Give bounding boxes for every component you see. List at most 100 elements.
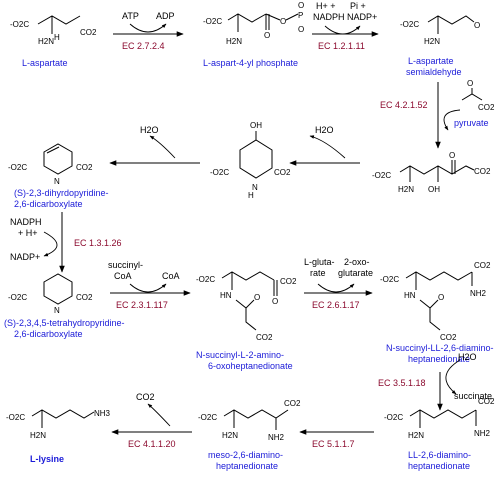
svg-text:O: O (298, 25, 304, 34)
svg-text:CO2: CO2 (274, 168, 291, 177)
structure-meso-diamino: -O2C H2N NH2 CO2 (198, 399, 301, 442)
structure-aspartate-semialdehyde: -O2C H2N O (400, 15, 480, 46)
svg-text:-O2C: -O2C (384, 413, 403, 422)
enzyme-ec-2-7-2-4: EC 2.7.2.4 (122, 41, 165, 51)
cofactor-curve-7 (129, 283, 167, 293)
svg-text:O: O (254, 293, 260, 302)
cofactor-h-nadph-2: NADPH (313, 12, 345, 22)
svg-text:H: H (248, 191, 254, 200)
compound-label-aspartyl-phosphate: L-aspart-4-yl phosphate (203, 58, 298, 68)
cofactor-curve-6 (43, 231, 58, 257)
svg-text:CO2: CO2 (80, 28, 97, 37)
compound-label-n-succinyl-oxo-2: 6-oxoheptanedionate (208, 361, 293, 371)
svg-text:-O2C: -O2C (8, 163, 27, 172)
cofactor-curve-3 (443, 109, 461, 131)
svg-text:CO2: CO2 (474, 261, 491, 270)
svg-text:CO2: CO2 (256, 333, 273, 342)
structure-n-succinyl-oxo: -O2C HN O CO2 O CO2 (196, 271, 297, 342)
svg-text:OH: OH (428, 185, 440, 194)
svg-text:O: O (449, 151, 455, 160)
svg-text:NH3: NH3 (94, 409, 111, 418)
cofactor-oxoglutarate-2: glutarate (338, 268, 373, 278)
cofactor-curve-11 (147, 403, 171, 427)
svg-text:CO2: CO2 (76, 163, 93, 172)
svg-text:CO2: CO2 (280, 277, 297, 286)
svg-text:-O2C: -O2C (8, 293, 27, 302)
svg-text:H2N: H2N (222, 431, 238, 440)
svg-text:O: O (280, 17, 286, 26)
compound-label-meso-diamino-2: heptanedionate (216, 461, 278, 471)
cofactor-h-nadph-1: H+ + (316, 1, 336, 11)
cofactor-curve-1 (129, 23, 167, 33)
compound-label-ll-diamino-2: heptanedionate (408, 461, 470, 471)
structure-ll-diamino: -O2C H2N NH2 CO2 (384, 397, 495, 440)
cofactor-nadph-h-2: + H+ (18, 228, 38, 238)
enzyme-ec-2-6-1-17: EC 2.6.1.17 (312, 300, 360, 310)
svg-text:O: O (474, 21, 480, 30)
svg-text:OH: OH (250, 121, 262, 130)
compound-label-pyruvate: pyruvate (454, 118, 489, 128)
cofactor-curve-2 (324, 25, 361, 35)
compound-label-dihydropyridine-1: (S)-2,3-dihyrdopyridine- (14, 188, 109, 198)
compound-label-n-succinyl-oxo-1: N-succinyl-L-2-amino- (196, 350, 284, 360)
svg-text:H: H (54, 33, 60, 42)
cofactor-curve-4 (309, 135, 346, 159)
enzyme-ec-4-1-1-20: EC 4.1.1.20 (128, 439, 176, 449)
cofactor-succinate: succinate (454, 391, 492, 401)
compound-label-tetrahydropyridine-1: (S)-2,3,4,5-tetrahydropyridine- (4, 318, 125, 328)
cofactor-curve-8 (317, 283, 355, 293)
svg-text:O: O (438, 293, 444, 302)
svg-text:H2N: H2N (424, 37, 440, 46)
cofactor-glutamate-2: rate (310, 268, 326, 278)
cofactor-succinyl-coa-1: succinyl- (108, 260, 143, 270)
svg-text:O: O (264, 31, 270, 40)
svg-text:NH2: NH2 (470, 289, 487, 298)
structure-l-aspartate: -O2C CO2 H2N H (10, 15, 97, 46)
compound-label-l-aspartate: L-aspartate (22, 58, 68, 68)
cofactor-water-3: H2O (458, 352, 477, 362)
enzyme-ec-5-1-1-7: EC 5.1.1.7 (312, 439, 355, 449)
svg-text:CO2: CO2 (76, 293, 93, 302)
compound-label-semialdehyde-2: semialdehyde (406, 67, 462, 77)
enzyme-ec-1-3-1-26: EC 1.3.1.26 (74, 238, 122, 248)
cofactor-water-2: H2O (140, 125, 159, 135)
svg-text:P: P (298, 11, 303, 20)
cofactor-coa: CoA (162, 271, 180, 281)
svg-text:N: N (54, 177, 60, 186)
compound-label-ll-diamino-1: LL-2,6-diamino- (408, 450, 471, 460)
svg-text:H2N: H2N (226, 37, 242, 46)
cofactor-glutamate-1: L-gluta- (304, 257, 335, 267)
svg-text:-O2C: -O2C (203, 17, 222, 26)
cofactor-oxoglutarate-1: 2-oxo- (344, 257, 370, 267)
svg-text:N: N (252, 183, 258, 192)
cofactor-adp: ADP (156, 11, 175, 21)
structure-aspartyl-phosphate: -O2C H2N O O P O O (203, 1, 304, 46)
svg-text:CO2: CO2 (478, 103, 495, 112)
svg-text:N: N (54, 306, 60, 315)
svg-text:-O2C: -O2C (10, 20, 29, 29)
enzyme-ec-3-5-1-18: EC 3.5.1.18 (378, 378, 426, 388)
svg-text:-O2C: -O2C (196, 275, 215, 284)
svg-text:HN: HN (220, 291, 232, 300)
structure-n-succinyl-diamino: -O2C HN O CO2 NH2 CO2 (380, 261, 491, 342)
cofactor-co2: CO2 (136, 392, 155, 402)
compound-label-tetrahydropyridine-2: 2,6-dicarboxylate (14, 329, 83, 339)
compound-label-l-lysine: L-lysine (30, 454, 64, 464)
structure-pyruvate: O CO2 (461, 79, 495, 112)
enzyme-ec-4-2-1-52: EC 4.2.1.52 (380, 100, 428, 110)
svg-text:CO2: CO2 (474, 167, 491, 176)
compound-label-semialdehyde-1: L-aspartate (408, 56, 454, 66)
svg-text:-O2C: -O2C (198, 413, 217, 422)
cofactor-curve-5 (149, 135, 176, 159)
structure-l-lysine: -O2C H2N NH3 (6, 409, 111, 440)
svg-text:O: O (467, 79, 473, 88)
svg-text:-O2C: -O2C (372, 171, 391, 180)
svg-text:-O2C: -O2C (6, 413, 25, 422)
svg-text:H2N: H2N (398, 185, 414, 194)
cofactor-succinyl-coa-2: CoA (114, 271, 132, 281)
cofactor-nadp: NADP+ (10, 252, 40, 262)
compound-label-n-succinyl-diamino-2: heptanedionate (408, 354, 470, 364)
svg-text:HN: HN (404, 291, 416, 300)
enzyme-ec-1-2-1-11: EC 1.2.1.11 (318, 41, 365, 51)
svg-text:O: O (298, 1, 304, 10)
